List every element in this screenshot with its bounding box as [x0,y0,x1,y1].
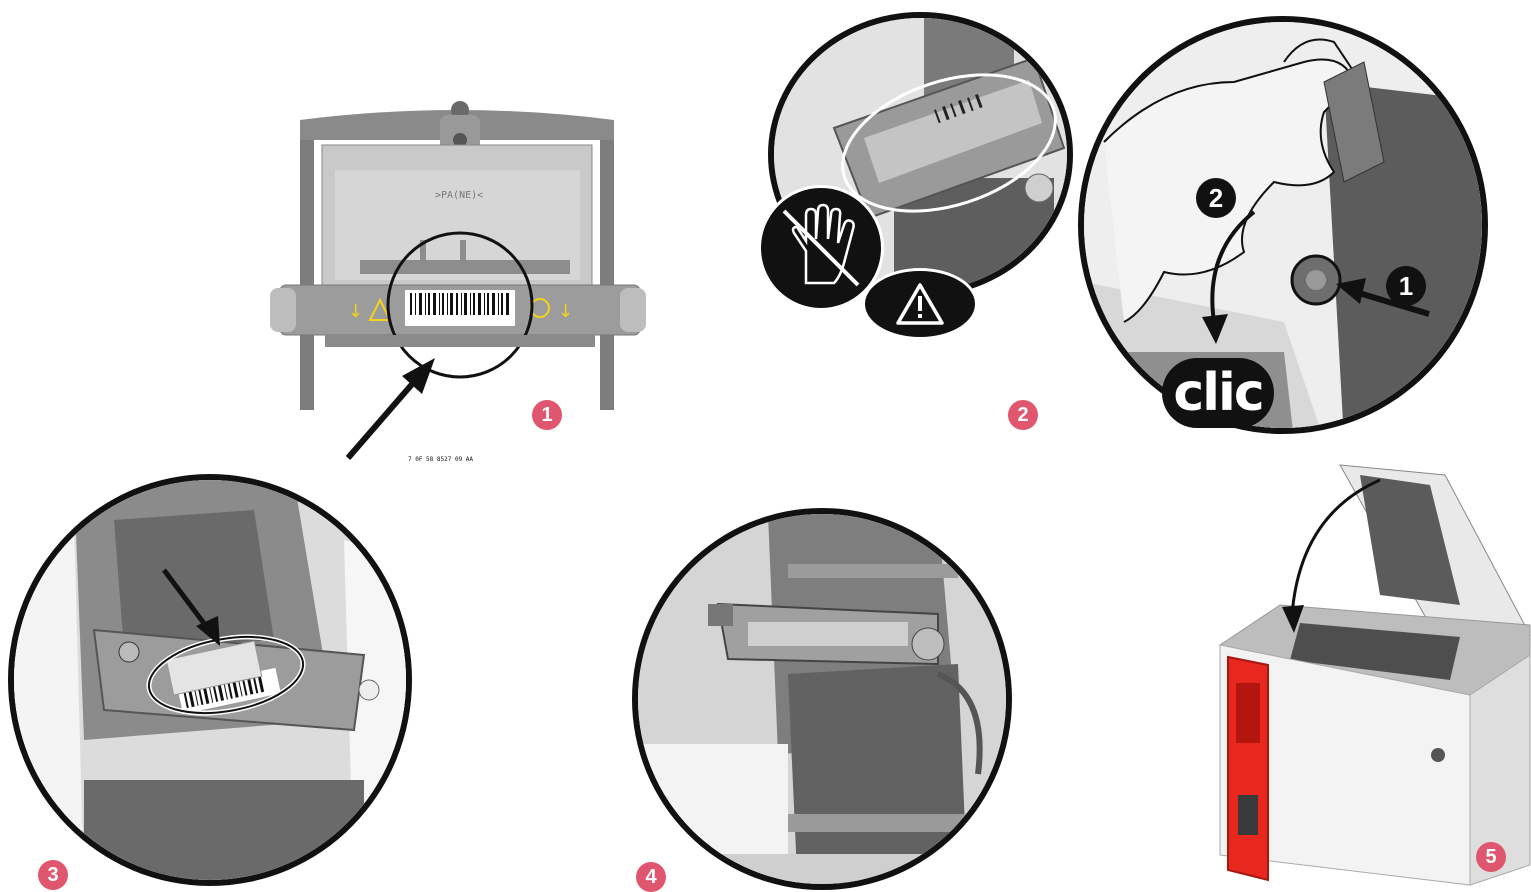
step-1-illustration: ↓ ↓ >PA(NE)< 7 0F 58 8527 09 AA [270,101,650,463]
no-hand-icon [758,185,884,311]
svg-text:↓: ↓ [558,301,573,322]
printhead-label: >PA(NE)< [435,190,484,201]
step-3-detail-circle [8,474,412,886]
callout-1-badge: 1 [1386,266,1426,306]
barcode-label: 7 0F 58 8527 09 AA [408,456,474,463]
step-number-4: 4 [636,862,666,892]
callout-2-badge: 2 [1196,178,1236,218]
step-5-illustration [1210,455,1531,886]
step-4-detail-circle [632,508,1012,890]
step-number-3: 3 [38,860,68,890]
printer-interior-installed [638,514,1006,884]
step-number-5: 5 [1476,842,1506,872]
svg-text:↓: ↓ [348,301,363,322]
printer-icon [1218,464,1531,886]
printer-interior-insert [14,480,406,880]
step-2-detail-circle-left [768,12,1073,297]
step-number-2: 2 [1008,400,1038,430]
warning-icon [862,268,978,340]
step-2-detail-circle-right [1078,16,1488,434]
step-number-1: 1 [532,400,562,430]
insertion-closeup [1084,22,1482,428]
clic-label: clic [1162,358,1274,428]
printhead-assembly: ↓ ↓ [270,101,646,460]
